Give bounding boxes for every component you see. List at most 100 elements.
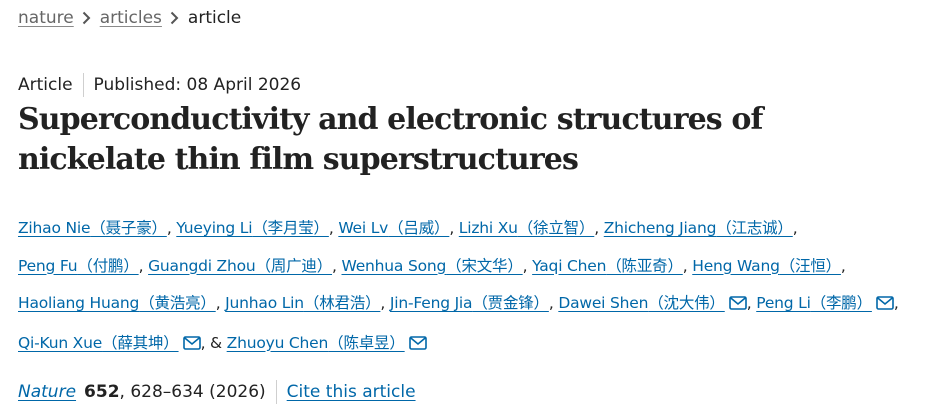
author-name: Wei Lv [338, 219, 389, 237]
author-item: Wei Lv（吕威）, [338, 219, 454, 237]
email-icon[interactable] [182, 327, 201, 365]
author-link[interactable]: Lizhi Xu（徐立智） [459, 219, 595, 237]
author-item: Qi-Kun Xue（薛其坤）, [18, 334, 205, 352]
author-item: Peng Li（李鹏）, [756, 294, 899, 312]
breadcrumb-current: article [187, 8, 242, 28]
author-item: Dawei Shen（沈大伟）, [558, 294, 751, 312]
cite-article-link[interactable]: Cite this article [286, 382, 416, 402]
author-name: Yueying Li [176, 219, 253, 237]
author-chinese-name: （林君浩） [303, 294, 381, 312]
author-link[interactable]: Yueying Li（李月莹） [176, 219, 329, 237]
author-item: Yaqi Chen（陈亚奇）, [532, 256, 688, 275]
author-name: Lizhi Xu [458, 219, 518, 237]
author-link[interactable]: Zhuoyu Chen（陈卓昱） [227, 334, 405, 352]
author-name: Zhicheng Jiang [603, 219, 717, 237]
author-separator: , [166, 219, 172, 237]
author-link[interactable]: Wenhua Song（宋文华） [342, 257, 523, 275]
author-link[interactable]: Peng Fu（付鹏） [18, 257, 139, 275]
article-type: Article [18, 75, 73, 95]
journal-volume: 652 [84, 382, 120, 402]
author-separator: , [746, 294, 752, 312]
author-separator: , [594, 219, 600, 237]
author-separator: , [138, 256, 144, 275]
author-chinese-name: （薛其坤） [102, 333, 179, 352]
author-link[interactable]: Jin-Feng Jia（贾金锋） [390, 294, 549, 312]
author-name: Heng Wang [692, 256, 780, 275]
article-title: Superconductivity and electronic structu… [18, 102, 763, 177]
author-separator: , [215, 294, 221, 312]
breadcrumb-link-articles[interactable]: articles [99, 8, 162, 28]
author-link[interactable]: Heng Wang（汪恒） [692, 257, 841, 275]
author-name: Guangdi Zhou [148, 256, 256, 275]
author-separator: , [200, 333, 206, 352]
author-separator: , [548, 294, 554, 312]
author-item: Wenhua Song（宋文华）, [342, 257, 528, 275]
author-name: Wenhua Song [341, 256, 447, 275]
email-icon[interactable] [728, 287, 747, 325]
author-item: Zihao Nie（聂子豪）, [18, 219, 172, 237]
email-icon[interactable] [876, 287, 894, 325]
author-link[interactable]: Peng Li（李鹏） [756, 294, 872, 312]
author-ampersand: & [210, 333, 222, 352]
author-chinese-name: （周广迪） [255, 256, 333, 275]
author-item: Yueying Li（李月莹）, [176, 219, 334, 237]
chevron-right-icon [74, 6, 100, 30]
author-chinese-name: （徐立智） [517, 219, 595, 237]
author-chinese-name: （陈亚奇） [606, 256, 683, 275]
author-list: Zihao Nie（聂子豪）, Yueying Li（李月莹）, Wei Lv（… [18, 210, 918, 364]
author-chinese-name: （汪恒） [779, 256, 841, 275]
breadcrumb-link-nature[interactable]: nature [18, 8, 74, 28]
author-link[interactable]: Wei Lv（吕威） [338, 219, 449, 237]
author-separator: , [328, 219, 334, 237]
author-name: Zhuoyu Chen [226, 333, 329, 352]
meta-divider [82, 73, 84, 97]
author-chinese-name: （李鹏） [810, 294, 872, 312]
author-name: Peng Fu [18, 256, 78, 275]
author-name: Junhao Lin [225, 294, 304, 312]
author-name: Haoliang Huang [18, 294, 140, 312]
citation-divider [275, 380, 277, 404]
author-link[interactable]: Junhao Lin（林君浩） [225, 294, 380, 312]
author-item: Jin-Feng Jia（贾金锋）, [390, 294, 554, 312]
author-name: Zihao Nie [18, 219, 91, 237]
author-link[interactable]: Yaqi Chen（陈亚奇） [532, 257, 683, 275]
author-chinese-name: （李月莹） [252, 219, 329, 237]
author-link[interactable]: Qi-Kun Xue（薛其坤） [18, 334, 179, 352]
author-chinese-name: （付鹏） [77, 256, 139, 275]
author-link[interactable]: Zhicheng Jiang（江志诚） [604, 219, 793, 237]
author-item: Heng Wang（汪恒）, [692, 256, 846, 275]
article-meta: Article Published: 08 April 2026 [18, 72, 301, 98]
author-item: Junhao Lin（林君浩）, [225, 294, 385, 312]
author-name: Qi-Kun Xue [18, 333, 103, 352]
author-separator: , [682, 256, 688, 275]
author-chinese-name: （黄浩亮） [139, 294, 216, 312]
author-chinese-name: （江志诚） [716, 219, 793, 237]
author-item: Zhicheng Jiang（江志诚）, [604, 219, 798, 237]
journal-pages-year: , 628–634 (2026) [119, 382, 266, 402]
journal-link[interactable]: Nature [18, 382, 77, 402]
author-separator: , [522, 256, 528, 275]
author-separator: , [449, 219, 455, 237]
author-item: Zhuoyu Chen（陈卓昱） [227, 334, 427, 352]
author-name: Jin-Feng Jia [389, 294, 473, 312]
author-name: Dawei Shen [558, 294, 649, 312]
author-separator: , [380, 294, 386, 312]
author-separator: , [840, 256, 846, 275]
author-item: Guangdi Zhou（周广迪）, [148, 257, 337, 275]
author-link[interactable]: Guangdi Zhou（周广迪） [148, 257, 332, 275]
author-link[interactable]: Zihao Nie（聂子豪） [18, 219, 167, 237]
author-name: Yaqi Chen [532, 256, 607, 275]
author-separator: , [792, 219, 798, 237]
author-chinese-name: （沈大伟） [648, 294, 725, 312]
author-item: Peng Fu（付鹏）, [18, 256, 144, 275]
author-name: Peng Li [756, 294, 811, 312]
author-link[interactable]: Haoliang Huang（黄浩亮） [18, 294, 216, 312]
author-item: Lizhi Xu（徐立智）, [459, 219, 599, 237]
chevron-right-icon [162, 6, 188, 30]
citation-line: Nature 652 , 628–634 (2026) Cite this ar… [18, 378, 416, 406]
author-link[interactable]: Dawei Shen（沈大伟） [558, 294, 725, 312]
author-item: Haoliang Huang（黄浩亮）, [18, 294, 221, 312]
email-icon[interactable] [408, 327, 427, 365]
author-separator: , [332, 256, 337, 275]
